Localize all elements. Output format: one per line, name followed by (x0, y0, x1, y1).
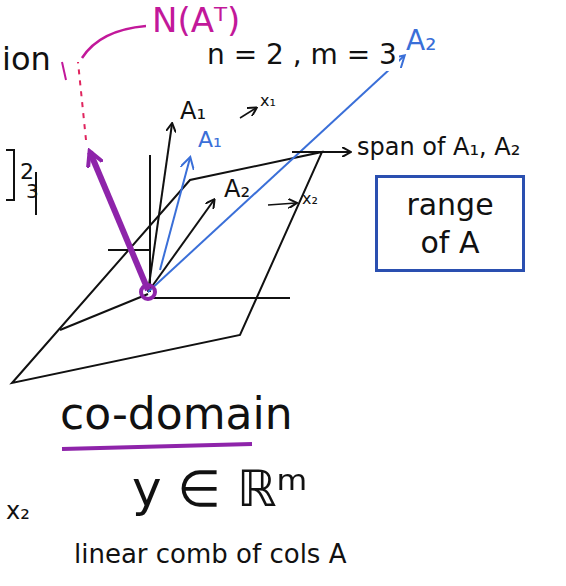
vector-a1-blue (160, 158, 190, 270)
leader-arrow (292, 151, 350, 153)
vector-label: A₁ (196, 128, 224, 152)
null-space-label: N(Aᵀ) (150, 2, 242, 39)
range-box: range of A (375, 175, 525, 272)
axis (60, 294, 148, 330)
set-label: y ∈ ℝᵐ (130, 462, 310, 517)
box-text: range of A (388, 186, 512, 261)
vector-label: A₁ (178, 98, 208, 124)
underline (62, 444, 252, 449)
span-label: span of A₁, A₂ (355, 134, 522, 160)
plane (12, 152, 322, 383)
leader-line (82, 26, 146, 58)
cut-word: ion (0, 42, 53, 77)
note: linear comb of cols A (72, 540, 348, 569)
vector-label: A₂ (222, 176, 252, 202)
axis-pointer (268, 203, 296, 205)
axis-label: x₂ (4, 498, 32, 524)
vector-a2 (148, 200, 214, 292)
axis-label: x₁ (258, 92, 278, 110)
codomain-label: co-domain (58, 390, 295, 438)
matrix-entry: 3 (24, 180, 41, 202)
axis-pointer (240, 108, 256, 118)
origin (141, 285, 155, 299)
null-space-line (78, 62, 86, 140)
axis-label: x₂ (300, 190, 320, 208)
vector-a2-blue (148, 56, 404, 292)
matrix-bracket (6, 150, 14, 200)
dimensions: n = 2 , m = 3 (205, 40, 399, 71)
vector-label: A₂ (404, 26, 438, 57)
normal-vector (90, 152, 148, 290)
tick-mark (62, 62, 66, 80)
axis (150, 297, 290, 299)
